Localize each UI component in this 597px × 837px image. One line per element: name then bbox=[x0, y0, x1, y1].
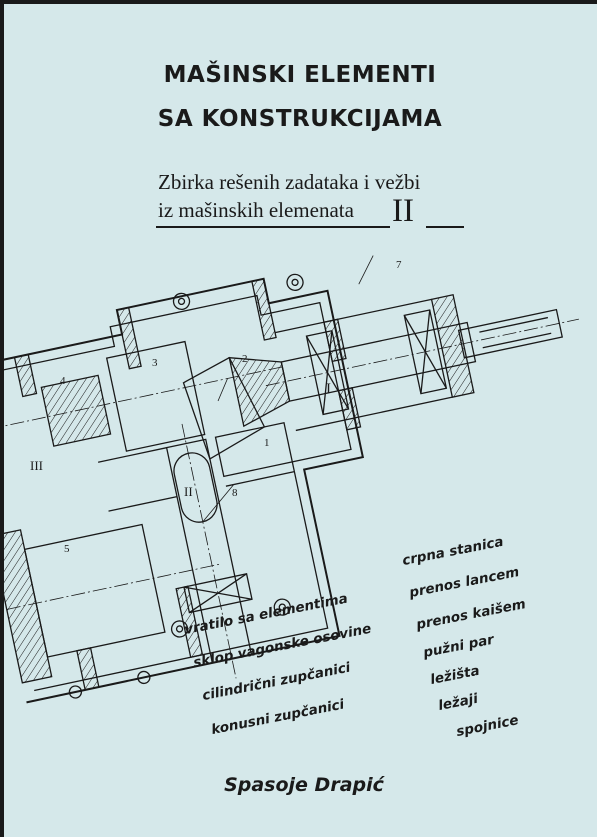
drawing-label-2: 2 bbox=[242, 353, 248, 365]
drawing-label-shaft-ii: II bbox=[184, 484, 193, 499]
drawing-label-5: 5 bbox=[64, 543, 70, 555]
subtitle-underline-tail bbox=[426, 226, 464, 228]
drawing-label-shaft-iii: III bbox=[30, 458, 43, 473]
title-line-2: SA KONSTRUKCIJAMA bbox=[157, 106, 443, 132]
drawing-label-shaft-i: I bbox=[326, 381, 331, 397]
cover-edge-left bbox=[0, 0, 4, 837]
drawing-label-7: 7 bbox=[396, 259, 402, 271]
title-line-1: MAŠINSKI ELEMENTI bbox=[163, 62, 437, 88]
cover-edge-top bbox=[0, 0, 597, 4]
drawing-label-3: 3 bbox=[152, 357, 158, 369]
subtitle-line-1: Zbirka rešenih zadataka i vežbi bbox=[158, 170, 421, 194]
drawing-label-8: 8 bbox=[232, 487, 238, 499]
subtitle-line-2: iz mašinskih elemenata bbox=[158, 198, 354, 222]
drawing-label-1: 1 bbox=[264, 437, 270, 449]
volume-number: II bbox=[392, 193, 414, 229]
drawing-label-4: 4 bbox=[60, 375, 66, 387]
author-name: Spasoje Drapić bbox=[224, 774, 384, 796]
subtitle-underline bbox=[156, 226, 390, 228]
